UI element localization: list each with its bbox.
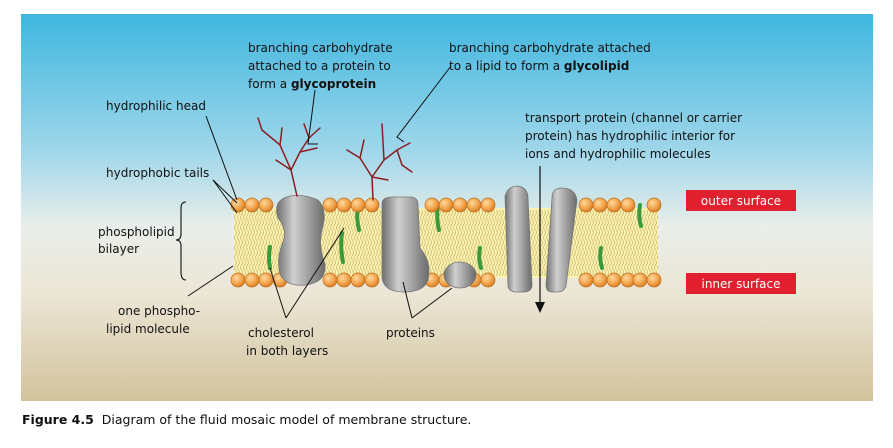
proteins-label: proteins (386, 326, 435, 340)
phospholipid-head (350, 197, 366, 213)
phospholipid-bilayer-label-2: bilayer (98, 242, 139, 256)
phospholipid-head (322, 197, 338, 213)
glycolipid-label-2: to a lipid to form a glycolipid (449, 59, 629, 73)
phospholipid-head (480, 272, 496, 288)
inner-surface-box (686, 273, 796, 294)
phospholipid-head (244, 197, 260, 213)
caption-figure-number: Figure 4.5 (22, 412, 94, 427)
phospholipid-head (592, 197, 608, 213)
glycoprotein-label-2: attached to a protein to (248, 59, 391, 73)
glycoprotein-label-1: branching carbohydrate (248, 41, 393, 55)
hydrophobic-tails-label: hydrophobic tails (106, 166, 209, 180)
phospholipid-head (364, 272, 380, 288)
caption-text: Diagram of the fluid mosaic model of mem… (101, 412, 472, 427)
transport-protein-label-2: protein) has hydrophilic interior for (525, 129, 735, 143)
phospholipid-head (244, 272, 260, 288)
phospholipid-head (258, 272, 274, 288)
one-phospholipid-label-2: lipid molecule (106, 322, 190, 336)
phospholipid-head (646, 272, 662, 288)
phospholipid-head (336, 197, 352, 213)
glycoprotein-label-3: form a glycoprotein (248, 77, 376, 91)
phospholipid-head (424, 197, 440, 213)
phospholipid-head (364, 197, 380, 213)
proteins-group (276, 185, 578, 293)
phospholipid-head (578, 197, 594, 213)
cholesterol-7 (637, 203, 643, 228)
phospholipid-head (592, 272, 608, 288)
cholesterol-label-2: in both layers (246, 344, 328, 358)
phospholipid-head (336, 272, 352, 288)
one-phospholipid-label-1: one phospho- (118, 304, 200, 318)
phospholipid-head (480, 197, 496, 213)
transport-protein-label-3: ions and hydrophilic molecules (525, 147, 711, 161)
glycoprotein-protein (276, 195, 326, 286)
phospholipid-head (606, 272, 622, 288)
carbohydrate-chains (257, 117, 413, 201)
transport-protein-label-1: transport protein (channel or carrier (525, 111, 742, 125)
phospholipid-head (438, 197, 454, 213)
glycoprotein-carbohydrate (257, 117, 321, 197)
figure-caption: Figure 4.5 Diagram of the fluid mosaic m… (22, 412, 471, 427)
cholesterol-6 (598, 246, 604, 270)
phospholipid-head (452, 197, 468, 213)
phospholipid-head (322, 272, 338, 288)
leader-lines (187, 65, 453, 319)
transport-protein-right (545, 187, 578, 293)
phospholipid-bilayer-label-1: phospholipid (98, 225, 175, 239)
cholesterol-1 (267, 245, 272, 270)
cholesterol-label-1: cholesterol (248, 326, 314, 340)
phospholipid-head (578, 272, 594, 288)
inner-surface-label: inner surface (701, 277, 780, 291)
bilayer-bracket (175, 201, 187, 281)
phospholipid-head (620, 197, 636, 213)
membrane-diagram: branching carbohydrate attached to a pro… (21, 14, 873, 401)
peripheral-protein (443, 261, 477, 289)
cholesterol-2 (339, 231, 345, 264)
phospholipid-head (230, 272, 246, 288)
transport-arrow (535, 166, 545, 313)
phospholipid-head (350, 272, 366, 288)
outer-surface-label: outer surface (701, 194, 781, 208)
cholesterol-5 (477, 246, 483, 270)
phospholipid-head (646, 197, 662, 213)
phospholipid-head (230, 197, 246, 213)
phospholipid-head (606, 197, 622, 213)
transport-protein-left (504, 185, 533, 293)
glycolipid-label-1: branching carbohydrate attached (449, 41, 651, 55)
phospholipid-head (632, 272, 648, 288)
phospholipid-head (466, 197, 482, 213)
outer-surface-box (686, 190, 796, 211)
phospholipid-head (258, 197, 274, 213)
glycolipid-carbohydrate (346, 123, 413, 201)
hydrophilic-head-label: hydrophilic head (106, 99, 206, 113)
integral-protein (381, 196, 430, 293)
